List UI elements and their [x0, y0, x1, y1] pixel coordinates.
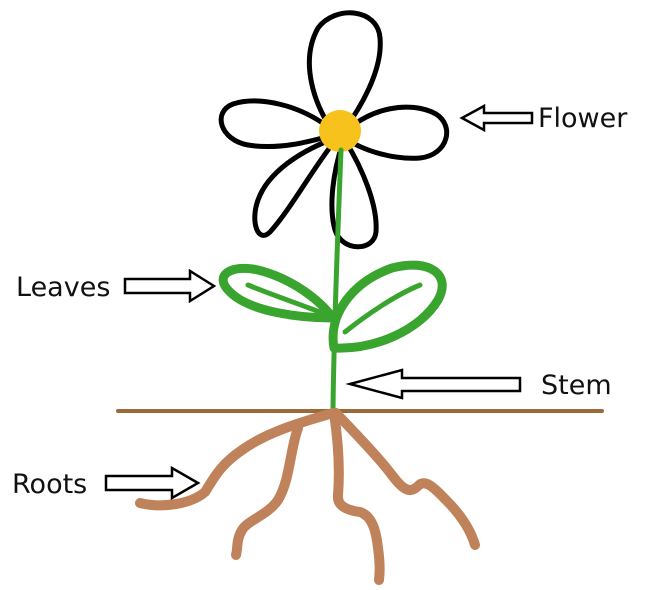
root-left — [140, 413, 333, 505]
flower-arrow — [462, 106, 532, 130]
stem-arrow — [350, 370, 520, 398]
petal-left — [221, 101, 332, 147]
flower-center — [319, 110, 361, 152]
roots-arrow — [106, 468, 198, 498]
stem-label: Stem — [541, 370, 612, 401]
leaves-label: Leaves — [16, 272, 110, 303]
flower-label: Flower — [538, 103, 628, 134]
leaves — [223, 265, 442, 348]
root-right — [336, 413, 475, 545]
leaf-right — [333, 265, 442, 348]
flower — [221, 13, 447, 247]
roots — [140, 413, 475, 580]
roots-label: Roots — [12, 469, 87, 500]
petal-lower-left — [255, 140, 334, 235]
leaves-arrow — [125, 271, 214, 301]
